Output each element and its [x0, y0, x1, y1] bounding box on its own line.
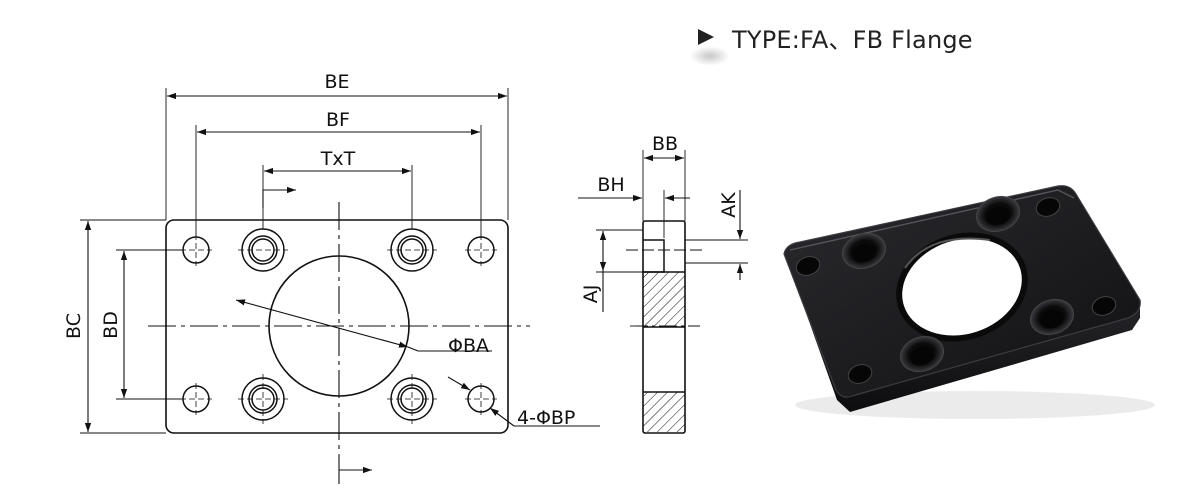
photo-mount-hole [847, 364, 873, 384]
label-aj: AJ [580, 285, 602, 304]
label-txt: TxT [320, 148, 356, 170]
flange-plate-photo-icon [783, 185, 1155, 419]
photo-counterbore-hole [975, 195, 1021, 233]
label-bd: BD [100, 311, 122, 339]
mount-hole [182, 385, 210, 413]
label-bp: 4-ΦBP [517, 407, 575, 429]
label-ak: AK [718, 192, 740, 218]
label-bh: BH [597, 174, 624, 196]
triangle-right-icon [698, 29, 714, 45]
leader-ba [235, 299, 409, 348]
title-shadow [690, 46, 730, 66]
section-hatch-top [643, 272, 685, 327]
title-text: TYPE:FA、FB Flange [732, 25, 973, 54]
page-title: TYPE:FA、FB Flange [698, 22, 973, 54]
label-bc: BC [63, 313, 85, 339]
photo-central-bore [896, 232, 1028, 342]
photo-counterbore-hole [841, 232, 887, 270]
photo-mount-hole [1035, 197, 1061, 217]
photo-mount-hole [1091, 296, 1117, 316]
section-hatch-bottom [643, 392, 685, 432]
mount-hole [467, 236, 495, 264]
photo-counterbore-hole [1029, 298, 1075, 336]
leader-bp [447, 376, 471, 391]
label-bb: BB [652, 133, 678, 155]
front-view [80, 88, 600, 484]
photo-mount-hole [795, 256, 821, 276]
label-be: BE [324, 71, 349, 93]
label-ba: ΦBA [448, 335, 489, 357]
photo-counterbore-hole [899, 335, 945, 373]
side-section-view [578, 150, 748, 434]
label-bf: BF [326, 109, 350, 131]
mount-hole [182, 236, 210, 264]
